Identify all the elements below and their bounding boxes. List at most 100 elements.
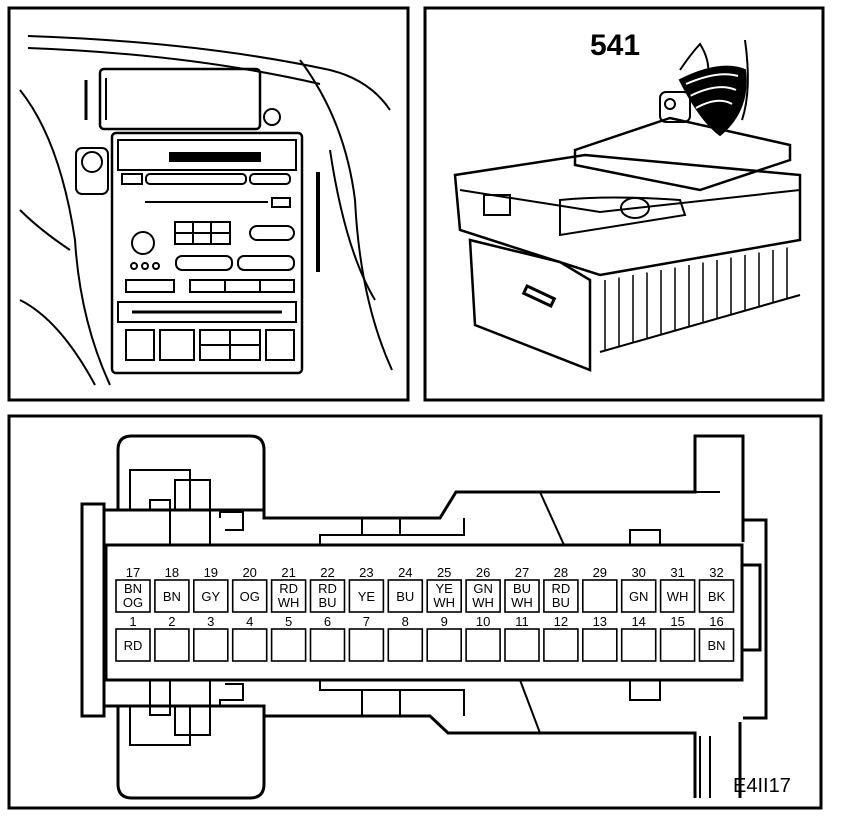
wire-color-label: OG <box>240 589 260 604</box>
wire-color-label: OG <box>123 595 143 610</box>
wire-color-label: BN <box>124 581 142 596</box>
pin-number: 21 <box>281 565 295 580</box>
pin-row-top: 17BNOG18BN19GY20OG21RDWH22RDBU23YE24BU25… <box>115 565 735 613</box>
wire-color-label: GY <box>201 589 220 604</box>
wire-color-label: WH <box>472 595 494 610</box>
pin-3: 3 <box>193 614 229 662</box>
pin-13: 13 <box>581 614 618 662</box>
pin-cavity <box>270 628 307 662</box>
pin-cavity <box>309 579 346 613</box>
pin-cavity <box>581 628 618 662</box>
wire-color-label: RD <box>279 581 298 596</box>
wire-color-label: WH <box>278 595 300 610</box>
pin-number: 10 <box>476 614 490 629</box>
pin-cavity <box>581 579 618 613</box>
pin-29: 29 <box>581 565 618 613</box>
wire-color-label: RD <box>318 581 337 596</box>
pinout-panel: 17BNOG18BN19GY20OG21RDWH22RDBU23YE24BU25… <box>7 414 823 810</box>
pin-number: 25 <box>437 565 451 580</box>
pin-number: 24 <box>398 565 412 580</box>
wire-color-label: WH <box>433 595 455 610</box>
pin-number: 13 <box>593 614 607 629</box>
pin-number: 8 <box>402 614 409 629</box>
wire-color-label: YE <box>358 589 376 604</box>
pin-cavity <box>465 579 501 613</box>
pin-number: 5 <box>285 614 292 629</box>
pin-2: 2 <box>154 614 190 662</box>
pin-cavity <box>543 628 579 662</box>
pin-number: 11 <box>515 614 529 629</box>
pin-6: 6 <box>309 614 346 662</box>
pin-number: 28 <box>554 565 568 580</box>
pin-number: 29 <box>593 565 607 580</box>
wire-color-label: WH <box>511 595 533 610</box>
pin-number: 3 <box>207 614 214 629</box>
pin-cavity <box>698 628 735 662</box>
pin-7: 7 <box>348 614 385 662</box>
wire-color-label: YE <box>436 581 454 596</box>
pin-number: 9 <box>441 614 448 629</box>
pin-5: 5 <box>270 614 307 662</box>
pin-number: 2 <box>168 614 175 629</box>
pin-cavity <box>698 579 735 613</box>
pin-cavity <box>193 628 229 662</box>
pin-number: 4 <box>246 614 253 629</box>
dashboard-panel <box>7 6 410 402</box>
pin-15: 15 <box>659 614 696 662</box>
connector-housing <box>80 434 768 800</box>
pin-cavity <box>659 628 696 662</box>
connector-grill <box>604 247 788 350</box>
pin-cavity <box>387 628 424 662</box>
pin-number: 16 <box>709 614 723 629</box>
pin-1: 1RD <box>115 614 151 662</box>
wire-color-label: BU <box>513 581 531 596</box>
wire-color-label: BN <box>707 638 725 653</box>
pin-10: 10 <box>465 614 501 662</box>
pin-number: 27 <box>515 565 529 580</box>
pin-number: 17 <box>126 565 140 580</box>
component-number: 541 <box>590 29 640 62</box>
wire-color-label: GN <box>629 589 649 604</box>
pin-number: 31 <box>670 565 684 580</box>
pin-number: 20 <box>242 565 256 580</box>
pin-cavity <box>115 628 151 662</box>
pin-cavity <box>659 579 696 613</box>
wire-color-label: BU <box>396 589 414 604</box>
pin-11: 11 <box>504 614 540 662</box>
pin-number: 22 <box>320 565 334 580</box>
wire-color-label: RD <box>124 638 143 653</box>
pin-number: 12 <box>554 614 568 629</box>
pin-cavity <box>154 579 190 613</box>
figure-reference: E4II17 <box>733 775 791 797</box>
pin-12: 12 <box>543 614 579 662</box>
pin-number: 23 <box>359 565 373 580</box>
pin-8: 8 <box>387 614 424 662</box>
pin-number: 19 <box>204 565 218 580</box>
pin-number: 32 <box>709 565 723 580</box>
pin-cavity <box>543 579 579 613</box>
pin-cavity <box>115 579 151 613</box>
pin-number: 1 <box>129 614 136 629</box>
connector-photo-panel: 541 <box>423 6 825 402</box>
wire-color-label: BU <box>318 595 336 610</box>
pin-cavity <box>231 628 268 662</box>
pin-number: 30 <box>631 565 645 580</box>
pin-cavity <box>154 628 190 662</box>
pin-cavity <box>426 628 463 662</box>
wire-color-label: RD <box>552 581 571 596</box>
wire-color-label: BK <box>708 589 726 604</box>
pin-number: 18 <box>165 565 179 580</box>
wire-color-label: BU <box>552 595 570 610</box>
